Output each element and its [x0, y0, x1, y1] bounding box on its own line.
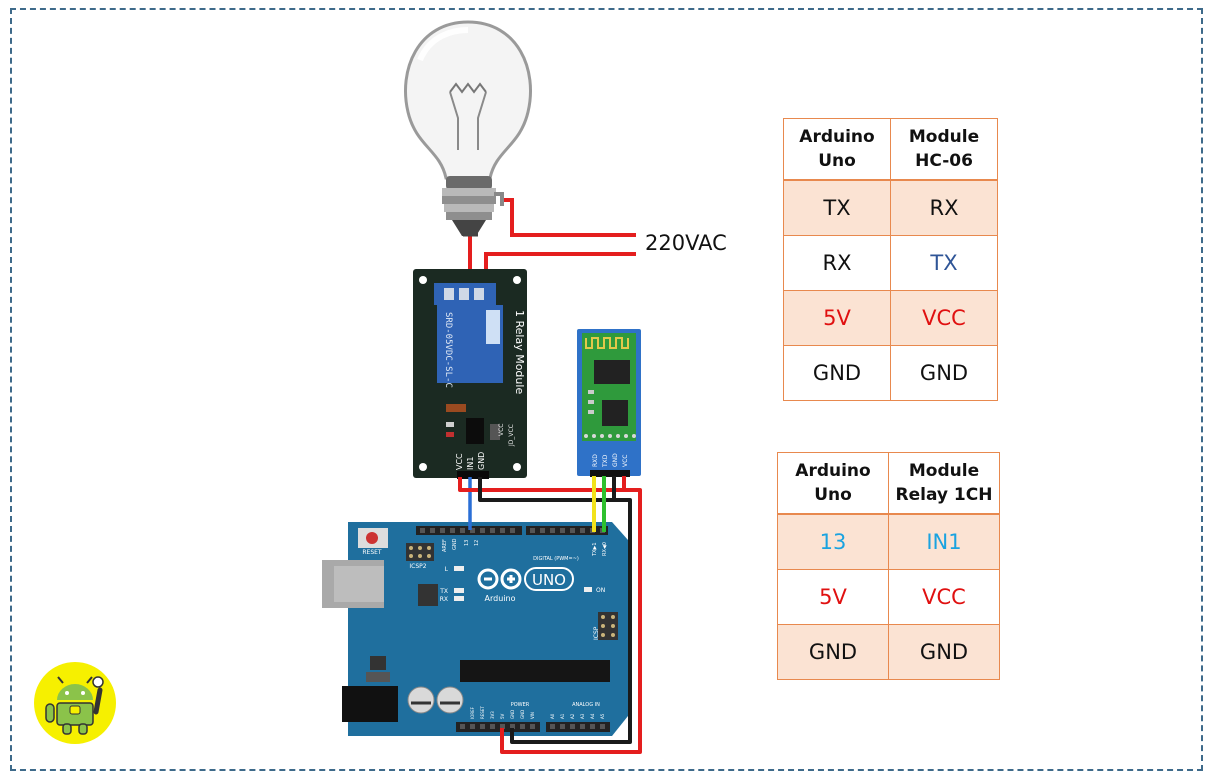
analog-label: ANALOG IN	[572, 702, 600, 708]
analog-pin-a0: A0	[550, 713, 555, 719]
android-logo-icon	[34, 662, 116, 744]
hc06-row1-module: RX	[890, 179, 998, 236]
relay-row3-arduino: GND	[777, 624, 889, 680]
hc06-row4-arduino: GND	[783, 345, 891, 401]
icsp2-label: ICSP2	[409, 563, 426, 570]
relay-row3-module: GND	[888, 624, 1000, 680]
led-l-label: L	[445, 566, 449, 573]
power-pin-ioref: IOREF	[470, 706, 475, 719]
relay-row2-module: VCC	[888, 569, 1000, 625]
relay-row1-arduino: 13	[777, 513, 889, 570]
relay-jumper-vcc: VCC	[498, 424, 505, 436]
voltage-label: 220VAC	[645, 231, 727, 255]
arduino-model-label: UNO	[532, 571, 566, 589]
hc06-row2-arduino: RX	[783, 235, 891, 291]
power-pin-5v: 5V	[500, 713, 505, 719]
power-pin-vin: VIN	[530, 712, 535, 719]
relay-row1-module: IN1	[888, 513, 1000, 570]
pin12-label: 12	[474, 540, 480, 546]
power-pin-gnd2: GND	[520, 710, 525, 719]
hc06-row3-arduino: 5V	[783, 290, 891, 346]
relay-part-label: SRD-05VDC-SL-C	[443, 312, 453, 388]
relay-pin-in1: IN1	[466, 457, 475, 470]
gnd-label: GND	[452, 538, 458, 550]
bt-pin-vcc: VCC	[622, 455, 629, 467]
pin-tx1-label: TX▶1	[592, 542, 598, 557]
bluetooth-hc06-module: RXD TXD GND VCC	[577, 329, 641, 477]
hc06-row3-module: VCC	[890, 290, 998, 346]
led-rx-label: RX	[440, 596, 448, 603]
analog-pin-a1: A1	[560, 713, 565, 719]
arduino-logo-icon	[477, 568, 522, 590]
relay-module: SRD-05VDC-SL-C 1 Relay Module VCC JD_VCC…	[413, 269, 527, 479]
arduino-uno-board: RESET ICSP2 AREF GND 13 12 TX▶1 RX◀0 DI	[322, 522, 628, 736]
analog-pin-a4: A4	[590, 713, 595, 719]
power-pin-3v3: 3V3	[490, 711, 495, 719]
icsp-label: ICSP	[593, 626, 600, 640]
relay-jumper-jdvcc: JD_VCC	[508, 424, 515, 447]
led-tx-label: TX	[439, 588, 448, 595]
power-pin-reset: RESET	[480, 706, 485, 719]
pin13-label: 13	[464, 540, 470, 546]
analog-pin-a3: A3	[580, 713, 585, 719]
hc06-row4-module: GND	[890, 345, 998, 401]
aref-label: AREF	[442, 539, 448, 552]
bt-pin-txd: TXD	[602, 454, 609, 468]
relay-row2-arduino: 5V	[777, 569, 889, 625]
bulb-side-contact	[494, 192, 504, 206]
hc06-row2-module: TX	[890, 235, 998, 291]
power-pin-gnd1: GND	[510, 710, 515, 719]
analog-pin-a2: A2	[570, 713, 575, 719]
hc06-row1-arduino: TX	[783, 179, 891, 236]
reset-label: RESET	[362, 549, 382, 556]
signal-wires	[458, 476, 642, 754]
digital-label: DIGITAL (PWM=~)	[533, 556, 579, 562]
relay-module-label: 1 Relay Module	[513, 310, 526, 394]
power-label: POWER	[511, 702, 530, 708]
arduino-brand-label: Arduino	[485, 594, 516, 603]
on-label: ON	[596, 587, 605, 594]
relay-pin-vcc: VCC	[455, 453, 464, 470]
bt-pin-rxd: RXD	[592, 454, 599, 467]
bt-pin-gnd: GND	[612, 453, 619, 467]
dashed-frame	[10, 8, 1203, 771]
relay-pin-gnd: GND	[477, 452, 486, 470]
pin-rx0-label: RX◀0	[602, 542, 608, 556]
analog-pin-a5: A5	[600, 713, 605, 719]
